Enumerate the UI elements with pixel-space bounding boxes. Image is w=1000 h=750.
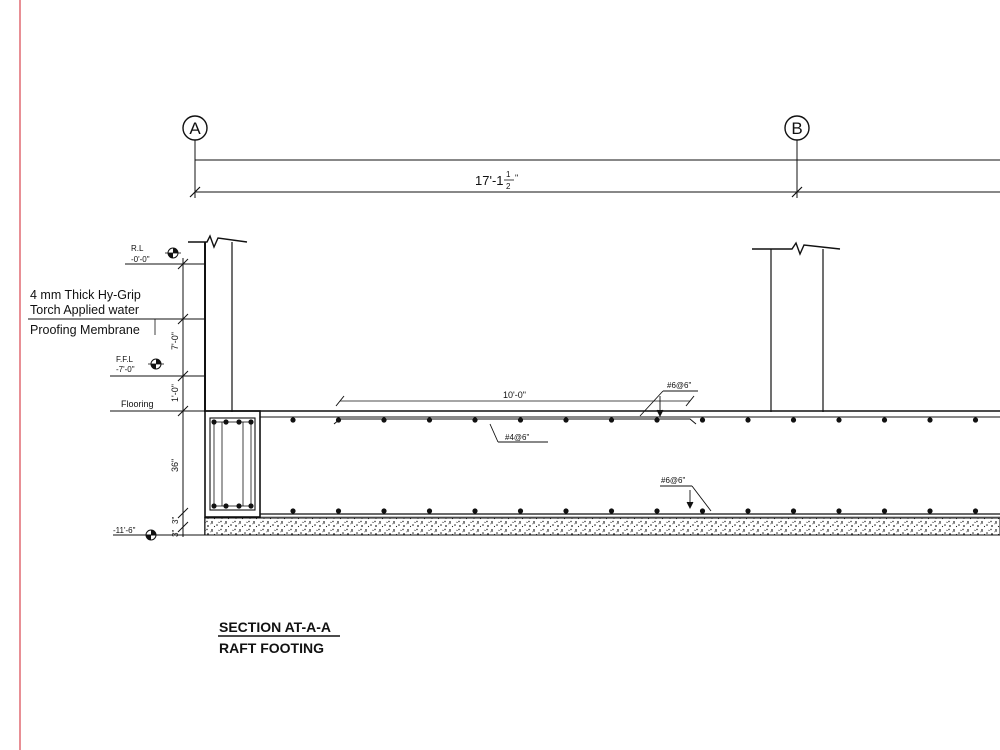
title-line-1: SECTION AT-A-A	[219, 619, 331, 635]
bottom-rebar-dot	[745, 508, 751, 514]
dist-bar-callout	[489, 423, 548, 443]
bottom-rebar-dot	[972, 508, 979, 514]
top-rebar-dot	[836, 417, 842, 423]
grid-label-a: A	[189, 119, 201, 138]
span-fraction-den: 2	[506, 182, 511, 191]
dim-36in: 36"	[170, 459, 180, 472]
bottom-rebar-dot	[426, 508, 433, 514]
top-rebar-dot	[426, 417, 433, 423]
note-line-3: Proofing Membrane	[30, 323, 140, 337]
section-title: SECTION AT-A-A RAFT FOOTING	[218, 619, 340, 656]
lean-concrete	[204, 517, 1000, 536]
top-bar-text: #6@6"	[667, 381, 691, 390]
bottom-rebar-dot	[472, 508, 478, 514]
top-rebar-dot	[290, 417, 296, 423]
rl-label: R.L	[131, 244, 144, 253]
top-rebar-dots	[290, 417, 979, 423]
dim-1ft: 1'-0"	[170, 384, 180, 402]
span-dimension	[189, 140, 1000, 198]
span-fraction-num: 1	[506, 170, 511, 179]
top-rebar-dot	[335, 417, 342, 423]
bottom-bar-text: #6@6"	[661, 476, 685, 485]
top-rebar-dot	[699, 417, 706, 423]
grid-bubble-a: A	[182, 115, 208, 141]
bottom-rebar-dot	[335, 508, 342, 514]
top-length-text: 10'-0"	[503, 390, 526, 400]
flooring-label: Flooring	[121, 399, 154, 409]
middle-column	[752, 241, 841, 412]
span-inch-mark: "	[515, 173, 518, 183]
top-rebar	[333, 395, 697, 425]
dim-7ft: 7'-0"	[170, 332, 180, 350]
bottom-rebar-dot	[290, 508, 296, 514]
bottom-rebar-dot	[563, 508, 569, 514]
dim-3in-a: 3"	[171, 517, 180, 524]
bottom-rebar-dot	[699, 508, 706, 514]
dist-bar-text: #4@6"	[505, 433, 529, 442]
span-text: 17'-1	[475, 173, 504, 188]
top-rebar-dot	[517, 417, 524, 423]
left-wall	[188, 234, 248, 412]
edge-beam	[204, 410, 261, 518]
membrane-note: 4 mm Thick Hy-Grip Torch Applied water P…	[28, 288, 205, 337]
top-rebar-dot	[654, 417, 660, 423]
level-rl: R.L -0'-0"	[125, 244, 205, 265]
top-rebar-dot	[381, 417, 387, 423]
bottom-bar-callout	[660, 485, 712, 512]
level-flooring: Flooring	[110, 399, 205, 412]
top-rebar-dot	[972, 417, 979, 423]
dim-3in-b: 3"	[171, 530, 180, 537]
top-rebar-dot	[927, 417, 933, 423]
top-bar-callout	[639, 390, 698, 418]
bottom-rebar-dot	[381, 508, 387, 514]
raft-slab	[204, 410, 1000, 535]
ffl-label: F.F.L	[116, 355, 133, 364]
span-dimension-text: 17'-1 1 2 "	[475, 170, 518, 191]
top-rebar-dot	[745, 417, 751, 423]
note-line-1: 4 mm Thick Hy-Grip	[30, 288, 141, 302]
level-bottom: -11'-6"	[113, 526, 205, 541]
edge-beam-bars	[211, 419, 254, 509]
level-ffl: F.F.L -7'-0"	[110, 355, 205, 377]
top-rebar-dot	[881, 417, 888, 423]
grid-label-b: B	[791, 119, 802, 138]
rl-value: -0'-0"	[131, 255, 150, 264]
bottom-rebar-dots	[290, 508, 979, 514]
bottom-rebar-dot	[608, 508, 615, 514]
bottom-value: -11'-6"	[113, 526, 136, 535]
top-rebar-dot	[472, 417, 478, 423]
bottom-rebar-dot	[517, 508, 524, 514]
bottom-rebar-dot	[836, 508, 842, 514]
vertical-dimension-chain	[177, 258, 189, 537]
bottom-rebar-dot	[790, 508, 797, 514]
top-rebar-dot	[608, 417, 615, 423]
ffl-value: -7'-0"	[116, 365, 135, 374]
title-line-2: RAFT FOOTING	[219, 640, 324, 656]
top-rebar-dot	[563, 417, 569, 423]
bottom-rebar-dot	[654, 508, 660, 514]
note-line-2: Torch Applied water	[30, 303, 139, 317]
bottom-rebar-dot	[927, 508, 933, 514]
top-rebar-dot	[790, 417, 797, 423]
grid-bubble-b: B	[784, 115, 810, 141]
bottom-rebar-dot	[881, 508, 888, 514]
